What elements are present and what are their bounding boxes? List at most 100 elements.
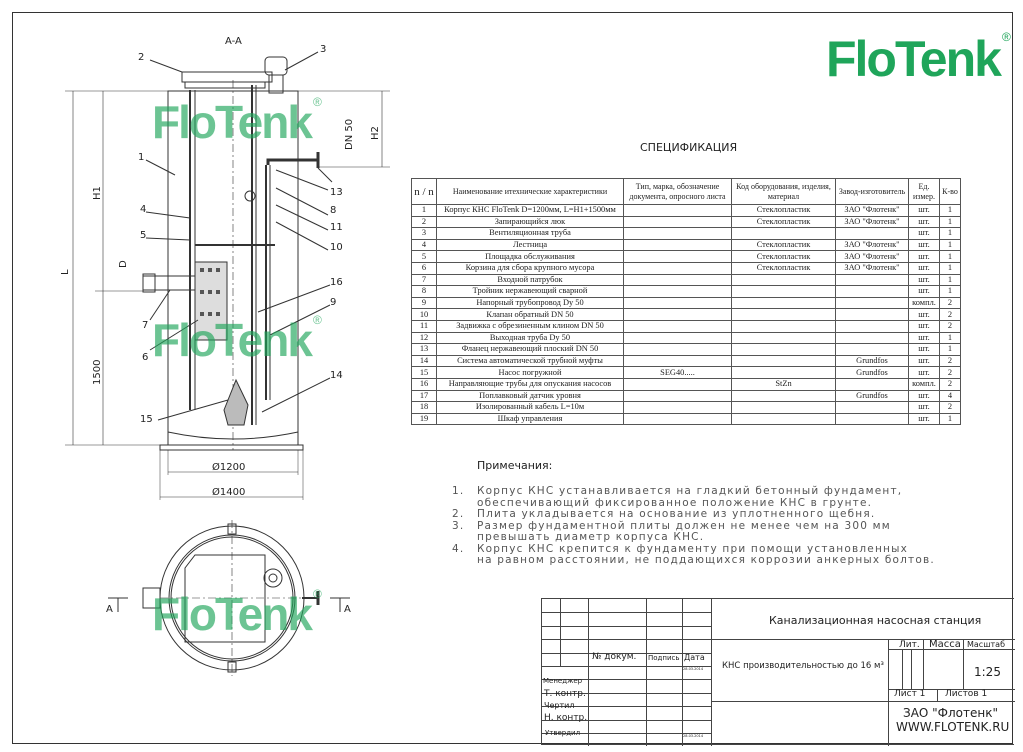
table-cell: 17 bbox=[411, 389, 437, 403]
table-cell: Напорный трубопровод Dy 50 bbox=[436, 296, 624, 310]
dim-d1200: Ø1200 bbox=[212, 461, 245, 473]
table-cell: 16 bbox=[411, 377, 437, 391]
callout-16: 16 bbox=[330, 277, 343, 288]
note-text: Корпус КНС устанавливается на гладкий бе… bbox=[477, 485, 903, 497]
table-cell: шт. bbox=[908, 389, 940, 403]
title-block-line bbox=[542, 719, 711, 721]
callout-9: 9 bbox=[330, 297, 336, 308]
table-cell: Запирающийся люк bbox=[436, 215, 624, 229]
callout-4: 4 bbox=[140, 204, 146, 215]
table-cell: шт. bbox=[908, 273, 940, 287]
table-cell: Фланец нержавеющий плоский DN 50 bbox=[436, 343, 624, 356]
table-cell: 1 bbox=[939, 204, 961, 217]
title-block-line bbox=[542, 625, 711, 627]
note-text: Размер фундаментной плиты должен не мене… bbox=[477, 519, 891, 532]
table-cell bbox=[623, 343, 732, 356]
table-cell: ЗАО "Флотенк" bbox=[835, 204, 909, 217]
table-cell: 1 bbox=[939, 238, 961, 252]
dim-d1400: Ø1400 bbox=[212, 486, 245, 498]
title-block-line bbox=[542, 639, 711, 641]
table-cell: шт. bbox=[908, 308, 940, 321]
callout-3: 3 bbox=[320, 44, 326, 55]
table-cell bbox=[835, 412, 909, 426]
table-cell bbox=[731, 319, 836, 333]
table-cell: 14 bbox=[411, 354, 437, 368]
table-cell: Шкаф управления bbox=[436, 412, 624, 426]
notes: Примечания: 1.Корпус КНС устанавливается… bbox=[452, 459, 935, 567]
title-block-line bbox=[711, 701, 1015, 702]
column-header: Ед. измер. bbox=[908, 178, 940, 205]
note-text: на равном расстоянии, не поддающихся кор… bbox=[477, 554, 935, 566]
table-cell: шт. bbox=[908, 261, 940, 275]
flotenk-logo: FloTenk® bbox=[826, 30, 1011, 87]
table-cell: шт. bbox=[908, 331, 940, 345]
table-cell: Система автоматической трубной муфты bbox=[436, 354, 624, 368]
column-header: Наименование итехнические характеристики bbox=[436, 178, 624, 205]
flotenk-watermark: FloTenk® bbox=[152, 95, 322, 148]
table-cell: шт. bbox=[908, 343, 940, 356]
table-cell bbox=[623, 261, 732, 275]
company-name: ЗАО "Флотенк" bbox=[903, 706, 999, 720]
table-cell: шт. bbox=[908, 285, 940, 298]
table-cell: 12 bbox=[411, 331, 437, 345]
title-block-line bbox=[963, 639, 964, 689]
drawing-title: Канализационная насосная станция bbox=[769, 614, 982, 627]
table-cell bbox=[731, 273, 836, 287]
role-drawn: Чертил bbox=[544, 701, 575, 710]
role-approved: Утвердил bbox=[545, 729, 581, 737]
table-cell bbox=[731, 401, 836, 414]
table-cell: компл. bbox=[908, 296, 940, 310]
column-header: К-во bbox=[939, 178, 961, 205]
table-cell: StZn bbox=[731, 377, 836, 391]
sign-label: Подпись bbox=[648, 654, 680, 662]
note-number: 3. bbox=[452, 519, 465, 532]
note-text: Корпус КНС крепится к фундаменту при пом… bbox=[477, 542, 908, 555]
table-cell: Площадка обслуживания bbox=[436, 250, 624, 263]
table-cell: 2 bbox=[939, 377, 961, 391]
dim-1500: 1500 bbox=[92, 360, 103, 385]
table-cell bbox=[623, 389, 732, 403]
note-line: 4. Корпус КНС крепится к фундаменту при п… bbox=[452, 542, 935, 556]
note-number: 4. bbox=[452, 542, 465, 555]
section-marker-right: A bbox=[344, 604, 351, 615]
callout-8: 8 bbox=[330, 205, 336, 216]
title-block-line bbox=[542, 612, 711, 614]
table-cell bbox=[835, 319, 909, 333]
table-cell: 2 bbox=[939, 296, 961, 310]
table-cell: 1 bbox=[411, 204, 437, 217]
flotenk-watermark: FloTenk® bbox=[152, 313, 322, 366]
table-cell: 1 bbox=[939, 261, 961, 275]
table-cell: шт. bbox=[908, 238, 940, 252]
table-cell: 1 bbox=[939, 250, 961, 263]
table-cell bbox=[731, 366, 836, 379]
table-cell bbox=[835, 285, 909, 298]
title-block-line bbox=[542, 666, 711, 667]
table-cell bbox=[835, 343, 909, 356]
title-block-line bbox=[542, 692, 711, 694]
table-cell bbox=[623, 401, 732, 414]
table-cell bbox=[623, 204, 732, 217]
dim-H2: H2 bbox=[370, 126, 381, 140]
table-cell bbox=[623, 215, 732, 229]
note-text: Плита укладывается на основание из уплот… bbox=[477, 508, 876, 520]
table-cell bbox=[731, 331, 836, 345]
table-cell bbox=[835, 308, 909, 321]
table-cell bbox=[835, 331, 909, 345]
table-cell: 2 bbox=[939, 308, 961, 321]
table-cell: 8 bbox=[411, 285, 437, 298]
table-cell: 15 bbox=[411, 366, 437, 379]
column-header: Тип, марка, обозначение документа, опрос… bbox=[623, 178, 732, 205]
date-1: 28.03.2014 bbox=[683, 667, 704, 671]
table-cell: Корзина для сбора крупного мусора bbox=[436, 261, 624, 275]
